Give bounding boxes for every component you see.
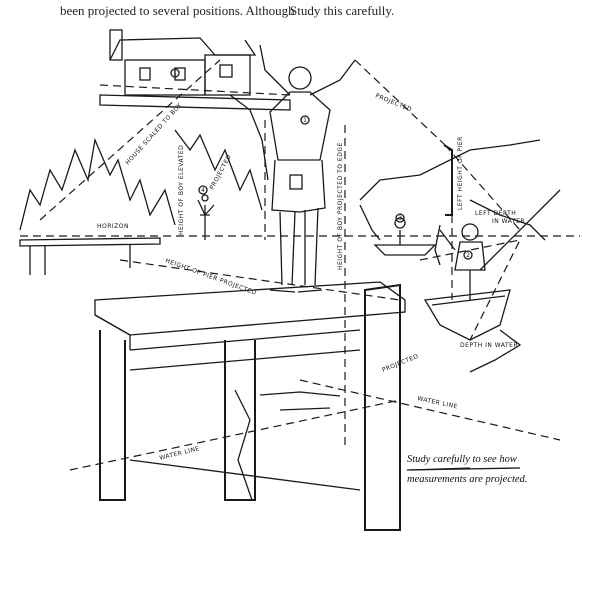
label-horizon: HORIZON bbox=[97, 223, 129, 230]
house bbox=[99, 29, 291, 111]
label-in-water: IN WATER bbox=[492, 218, 525, 225]
figure-number: 1 bbox=[303, 117, 307, 124]
label-left-height-pier: LEFT HEIGHT OF PIER bbox=[457, 136, 464, 210]
projection-lines bbox=[39, 59, 561, 471]
small-boy-figure bbox=[197, 194, 215, 240]
caption-text-right: Study this carefully. bbox=[290, 3, 395, 18]
back-pier bbox=[19, 237, 161, 275]
label-water-line-left: WATER LINE bbox=[159, 445, 201, 462]
label-depth-in-water: DEPTH IN WATER bbox=[460, 342, 518, 349]
back-boat bbox=[373, 217, 437, 256]
boat bbox=[423, 189, 561, 341]
caption-text-left: been projected to several positions. Alt… bbox=[60, 3, 295, 18]
figure-number: 3 bbox=[398, 215, 402, 222]
far-hills bbox=[359, 139, 546, 241]
diagram-labels: HOUSE SCALED TO BOY HEIGHT OF BOY ELEVAT… bbox=[97, 92, 525, 462]
label-water-line-right: WATER LINE bbox=[417, 395, 459, 410]
trees-left bbox=[19, 94, 269, 231]
pier-height-marker bbox=[443, 144, 453, 216]
note-underline bbox=[406, 467, 521, 471]
handwritten-note-line1: Study carefully to see how bbox=[407, 454, 517, 465]
figure-number-markers: 1 2 3 4 1 bbox=[170, 68, 473, 260]
boy-figure bbox=[259, 44, 356, 293]
water-ripples bbox=[259, 329, 522, 471]
label-projected-top: PROJECTED bbox=[374, 92, 413, 113]
handwritten-note-line2: measurements are projected. bbox=[407, 474, 527, 485]
figure-number: 2 bbox=[466, 252, 470, 259]
main-pier bbox=[94, 281, 406, 531]
label-house-scaled: HOUSE SCALED TO BOY bbox=[124, 102, 183, 167]
label-left-depth: LEFT DEPTH bbox=[475, 210, 516, 217]
figure-number: 4 bbox=[201, 187, 205, 194]
label-height-elevated: HEIGHT OF BOY ELEVATED bbox=[178, 145, 185, 235]
figure-number: 1 bbox=[173, 70, 177, 77]
label-height-boy-edge: HEIGHT OF BOY PROJECTED TO EDGE bbox=[337, 142, 344, 270]
